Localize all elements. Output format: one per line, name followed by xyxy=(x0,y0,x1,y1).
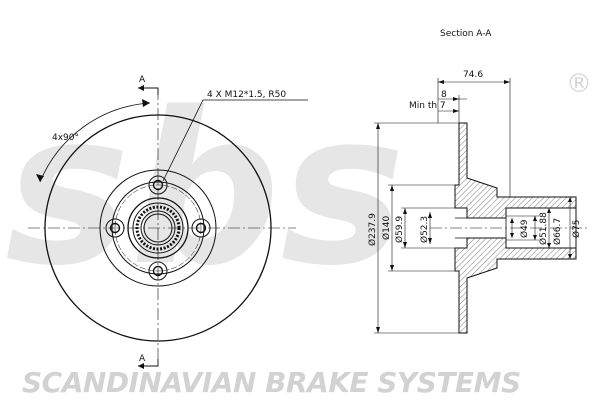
dim-total-height: 74.6 xyxy=(463,70,483,80)
dim-seat-diameter: Ø51.88 xyxy=(538,212,549,245)
arrow-minth xyxy=(453,109,459,113)
arrow-2379-bottom xyxy=(376,327,380,333)
section-title: Section A-A xyxy=(440,29,492,39)
arrow-2379-top xyxy=(376,123,380,129)
bolt-hole-bottom xyxy=(152,265,164,277)
arrow-140-bottom xyxy=(390,265,394,271)
bolt-hole-top xyxy=(152,179,164,191)
dim-min-thickness: Min th 7 xyxy=(409,101,446,111)
front-view xyxy=(28,85,308,369)
section-arrow-top xyxy=(138,85,144,91)
arrow-5188-top xyxy=(533,216,537,221)
bolt-boss-bottom xyxy=(148,261,168,281)
center-bore xyxy=(140,210,176,246)
angle-note: 4x90° xyxy=(52,133,79,143)
arrow-667-bottom xyxy=(547,243,551,248)
bolt-boss-top xyxy=(148,175,168,195)
arrow-75-top xyxy=(568,197,572,202)
section-marker-top xyxy=(138,87,159,95)
dim-bolt-circle: Ø140 xyxy=(381,215,392,240)
dim-outer-hub: Ø75 xyxy=(571,219,582,238)
sbs-logo: sbs xyxy=(5,67,405,312)
arrow-140-top xyxy=(390,185,394,191)
section-upper xyxy=(454,122,577,219)
dim-outer-diameter: Ø237.9 xyxy=(367,213,378,246)
arrow-523-top xyxy=(428,212,432,218)
dim-bearing-diameter: Ø66.7 xyxy=(552,218,563,245)
angle-arrow-end xyxy=(142,99,150,107)
arrow-49-top xyxy=(510,218,514,223)
bolt-circle xyxy=(114,184,202,272)
disc-outer-edge xyxy=(44,114,272,342)
dim-hub-diameter: Ø59.9 xyxy=(394,216,405,243)
arrow-8-right xyxy=(453,97,459,101)
arrow-49-bottom xyxy=(510,233,514,238)
angle-arrow-start xyxy=(36,174,44,182)
angle-arc xyxy=(39,102,151,183)
abs-ring xyxy=(135,205,181,251)
arrow-75-bottom xyxy=(568,254,572,259)
arrow-5188-bottom xyxy=(533,235,537,240)
hub-inner xyxy=(111,181,205,275)
arrow-746-left xyxy=(438,80,444,84)
section-marker-bottom xyxy=(138,359,159,367)
arrow-599-top xyxy=(403,208,407,214)
watermark: sbs ® SCANDINAVIAN BRAKE SYSTEMS xyxy=(5,67,592,399)
bolt-hole-right xyxy=(195,222,207,234)
bolt-hole-left xyxy=(109,222,121,234)
brand-name: SCANDINAVIAN BRAKE SYSTEMS xyxy=(22,366,521,399)
dimension-arrows xyxy=(376,80,572,333)
bearing-ring-mid xyxy=(132,202,184,254)
dim-flange-thickness: 8 xyxy=(441,90,447,100)
center-bore-inner xyxy=(143,213,173,243)
dim-inner-diameter: Ø49 xyxy=(519,219,530,238)
section-dimensions xyxy=(374,78,571,334)
bolt-note-leader xyxy=(162,99,308,182)
hub-outline xyxy=(99,169,217,287)
bearing-ring-outer xyxy=(127,197,189,259)
bolt-boss-left xyxy=(105,218,125,238)
section-lower xyxy=(454,237,577,334)
arrow-523-bottom xyxy=(428,238,432,244)
arrow-599-bottom xyxy=(403,242,407,248)
bolt-note: 4 X M12*1.5, R50 xyxy=(207,90,286,100)
section-arrow-bottom xyxy=(138,363,144,369)
registered-mark: ® xyxy=(566,69,592,99)
arrow-667-top xyxy=(547,208,551,213)
arrow-746-right xyxy=(504,80,510,84)
dim-center-bore: Ø52.3 xyxy=(419,216,430,243)
section-mark-top: A xyxy=(139,75,146,85)
bolt-boss-right xyxy=(191,218,211,238)
section-mark-bottom: A xyxy=(139,354,146,364)
